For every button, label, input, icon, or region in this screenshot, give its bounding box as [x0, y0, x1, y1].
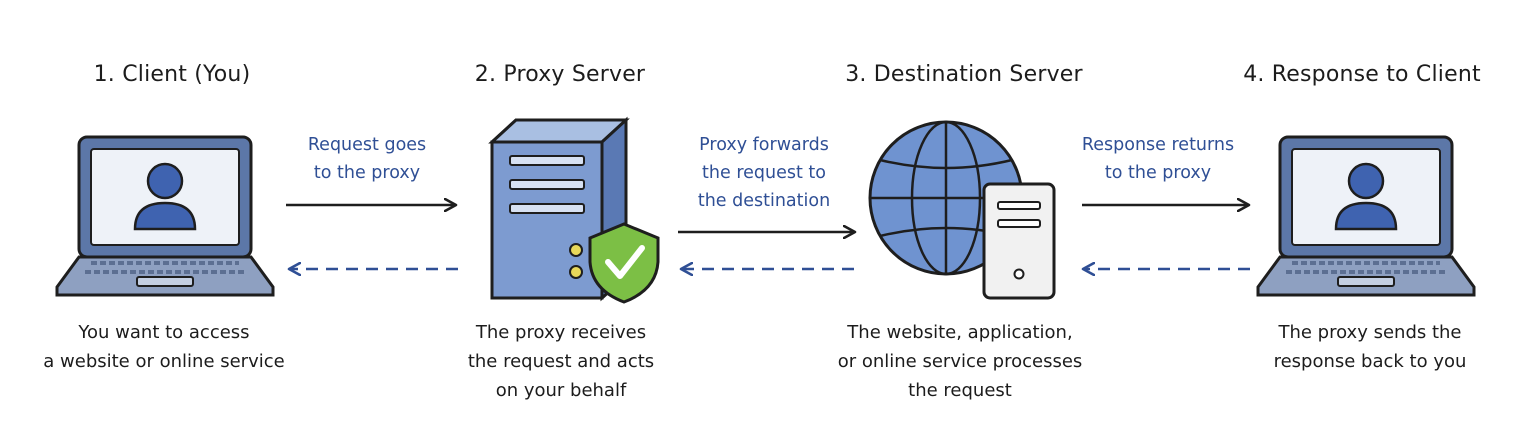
step-desc-destination: The website, application, or online serv…	[837, 322, 1083, 401]
step-title-response: 4. Response to Client	[1243, 62, 1481, 87]
step-title-proxy: 2. Proxy Server	[474, 62, 646, 87]
step-desc-client: You want to access a website or online s…	[43, 322, 285, 372]
step-desc-response: The proxy sends the response back to you	[1273, 322, 1467, 372]
arrow-label-request: Request goes to the proxy	[307, 135, 427, 183]
step-title-destination: 3. Destination Server	[845, 62, 1083, 87]
arrow-label-forward: Proxy forwards the request to the destin…	[697, 135, 831, 211]
laptop-user-icon	[55, 135, 275, 297]
globe-server-icon	[868, 120, 1056, 300]
step-title-client: 1. Client (You)	[93, 62, 251, 87]
step-desc-proxy: The proxy receives the request and acts …	[467, 322, 655, 401]
laptop-user-icon	[1256, 135, 1476, 297]
arrow-label-response: Response returns to the proxy	[1081, 135, 1235, 183]
server-shield-icon	[488, 116, 660, 304]
